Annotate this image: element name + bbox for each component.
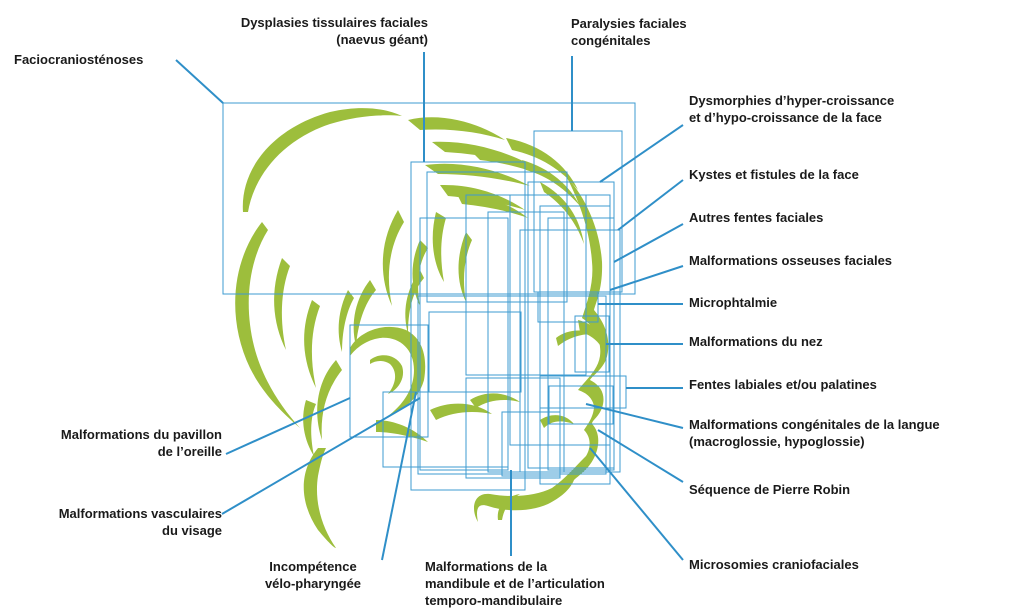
leader-incompetence [381,391,417,561]
region-box [537,291,599,323]
region-box [419,217,509,471]
profile-brush-stroke [408,117,505,140]
region-box [349,324,429,438]
region-box [417,295,607,475]
profile-brush-stroke [405,270,424,334]
head-profile-illustration [235,108,609,548]
profile-brush-stroke [470,393,520,408]
leader-autres-fentes [613,223,684,263]
profile-brush-stroke [540,415,574,428]
leader-kystes [617,179,684,231]
profile-brush-stroke [242,108,402,212]
label-fentes-labiales: Fentes labiales et/ou palatines [689,377,877,392]
profile-brush-stroke [274,258,290,350]
region-boxes [222,102,636,491]
region-box [465,377,561,479]
region-box [426,171,568,303]
profile-brush-stroke [317,360,342,440]
label-malformations-langue: Malformations congénitales de la langue … [689,417,940,449]
label-dysmorphies: Dysmorphies d’hyper-croissance et d’hypo… [689,93,895,125]
label-malformations-vasculaires: Malformations vasculaires du visage [58,506,222,538]
leader-vasculaires [221,397,421,515]
leader-lines [175,52,684,561]
profile-brush-stroke [425,163,530,186]
profile-brush-stroke [458,232,472,302]
label-faciocraniostenoses: Faciocraniosténoses [14,52,144,67]
label-malformations-nez: Malformations du nez [689,334,823,349]
label-kystes-fistules: Kystes et fistules de la face [689,167,859,182]
leader-microsomies [589,447,684,561]
profile-brush-stroke [370,355,404,394]
leader-faciocraniostenoses [175,59,224,104]
profile-brush-stroke [338,290,354,352]
label-malformations-mandibule: Malformations de la mandibule et de l’ar… [425,559,605,608]
profile-brush-stroke [304,300,320,388]
region-box [487,211,565,473]
profile-brush-stroke [303,400,316,456]
region-box [509,194,611,446]
leader-pierre-robin [597,429,684,483]
region-box [410,161,526,491]
region-box [428,311,522,393]
profile-brush-stroke [556,330,592,346]
label-paralysies-faciales: Paralysies faciales congénitales [571,16,687,48]
profile-brush-stroke [497,494,520,520]
label-autres-fentes: Autres fentes faciales [689,210,824,225]
profile-brush-stroke [472,151,545,176]
region-box [519,229,621,473]
profile-brush-stroke [303,448,336,548]
label-pierre-robin: Séquence de Pierre Robin [689,482,851,497]
region-box [539,375,627,409]
label-malformations-osseuses: Malformations osseuses faciales [689,253,893,268]
leader-langue [585,403,684,429]
profile-brush-stroke [235,222,300,428]
profile-brush-stroke [540,182,584,244]
profile-brush-stroke [432,212,446,282]
region-box [548,385,614,425]
profile-brush-stroke [430,403,492,420]
region-box [222,102,636,295]
region-box [465,194,587,376]
profile-brush-stroke [578,320,605,352]
label-microphtalmie: Microphtalmie [689,295,778,310]
profile-brush-stroke [353,280,376,346]
leader-dysmorphies [599,124,684,183]
leader-pavillon [225,397,351,455]
label-malformations-pavillon: Malformations du pavillon de l’oreille [60,427,222,459]
region-box [501,411,561,477]
profile-brush-stroke [382,210,404,306]
label-dysplasies-tissulaires: Dysplasies tissulaires faciales (naevus … [240,15,428,47]
label-microsomies: Microsomies craniofaciales [689,557,859,572]
leader-osseuses [609,265,684,291]
label-incompetence-velo-pharyngee: Incompétence vélo-pharyngée [264,559,362,591]
profile-brush-stroke [506,138,578,190]
